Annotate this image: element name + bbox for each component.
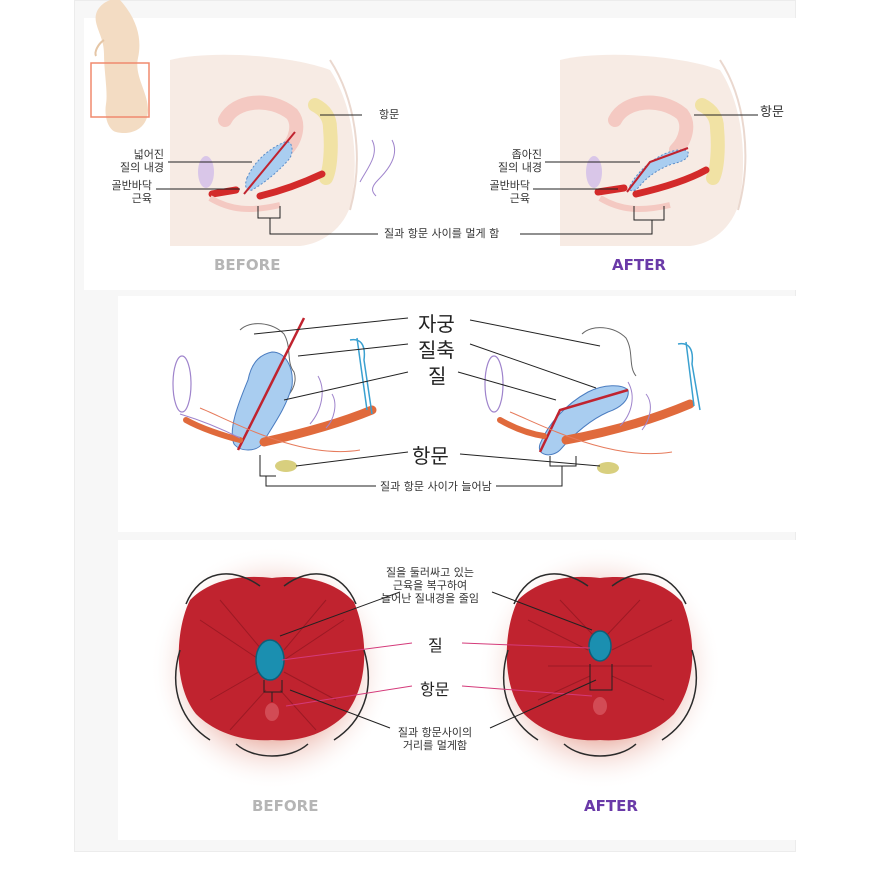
label-anus-before: 항문 <box>379 108 400 121</box>
label-narrowed-lumen-line2: 질의 내경 <box>498 161 542 174</box>
axis-diagram-after <box>457 319 701 487</box>
label-narrowed-lumen-line1: 좁아진 <box>511 148 542 161</box>
sagittal-after <box>520 54 758 246</box>
label-pelvic-floor-after: 골반바닥 근육 <box>470 179 530 205</box>
label-pelvic-floor-before: 골반바닥 근육 <box>84 179 152 205</box>
label-pelvic-floor-before-line2: 근육 <box>131 192 152 205</box>
label-vagina-panel3: 질 <box>428 636 443 655</box>
label-restore-note-line3: 늘어난 질내경을 줄임 <box>380 592 480 605</box>
label-distance-panel2: 질과 항문 사이가 늘어남 <box>380 480 492 493</box>
label-restore-note: 질을 둘러싸고 있는 근육을 복구하여 늘어난 질내경을 줄임 <box>360 566 500 605</box>
label-distance-panel1: 질과 항문 사이를 멀게 함 <box>384 227 500 240</box>
label-distance-panel3-line1: 질과 항문사이의 <box>397 726 473 739</box>
body-silhouette-thumbnail <box>90 0 150 134</box>
label-restore-note-line1: 질을 둘러싸고 있는 <box>386 566 474 579</box>
label-before-panel3: BEFORE <box>252 797 319 815</box>
label-vagina-panel2: 질 <box>428 364 447 388</box>
label-narrowed-lumen: 좁아진 질의 내경 <box>470 148 542 174</box>
axis-diagram-before <box>172 317 409 487</box>
sagittal-before <box>156 54 396 246</box>
label-uterus: 자궁 <box>418 312 455 336</box>
panel-vaginal-axis <box>118 296 798 532</box>
label-pelvic-floor-before-line1: 골반바닥 <box>111 179 152 192</box>
label-anus-panel2: 항문 <box>412 444 449 468</box>
label-restore-note-line2: 근육을 복구하여 <box>392 579 468 592</box>
pelvic-floor-after <box>461 546 722 790</box>
label-distance-panel3: 질과 항문사이의 거리를 멀게함 <box>380 726 490 752</box>
pelvic-floor-before <box>150 546 413 790</box>
label-pelvic-floor-after-line1: 골반바닥 <box>489 179 530 192</box>
label-widened-lumen-line1: 넓어진 <box>133 148 164 161</box>
label-anus-panel3: 항문 <box>420 680 450 699</box>
label-before-panel1: BEFORE <box>214 256 281 274</box>
label-after-panel3: AFTER <box>584 797 638 815</box>
label-vaginal-axis: 질축 <box>418 338 455 362</box>
label-widened-lumen: 넓어진 질의 내경 <box>84 148 164 174</box>
label-after-panel1: AFTER <box>612 256 666 274</box>
label-distance-panel3-line2: 거리를 멀게함 <box>402 739 468 752</box>
label-widened-lumen-line2: 질의 내경 <box>120 161 164 174</box>
label-anus-after: 항문 <box>760 105 784 120</box>
label-pelvic-floor-after-line2: 근육 <box>509 192 530 205</box>
